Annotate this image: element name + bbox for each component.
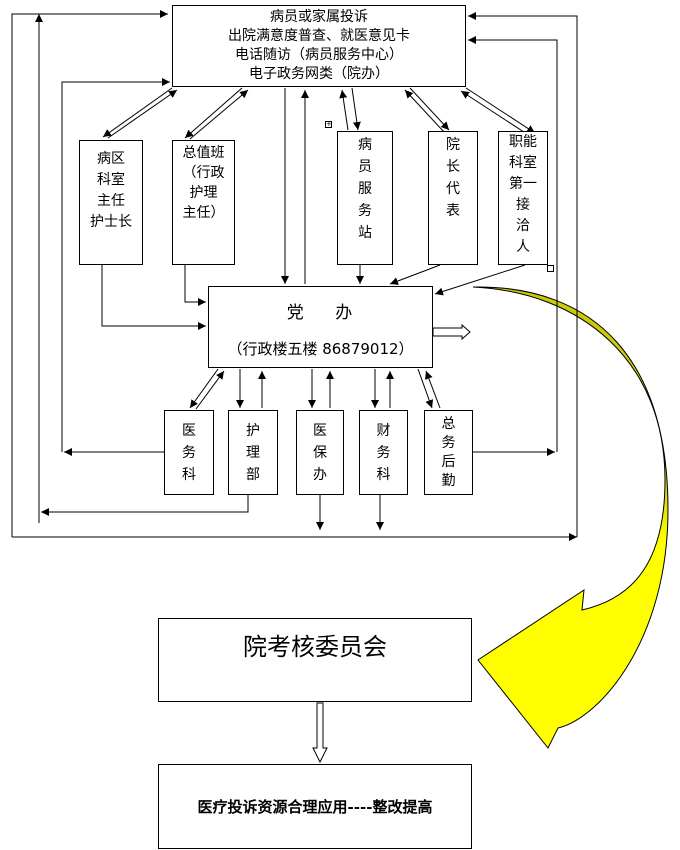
hollow-arrow <box>432 323 471 341</box>
functional-to-party <box>434 264 526 296</box>
insurance-line-3: 办 <box>313 466 327 483</box>
insurance-line-2: 保 <box>313 444 327 461</box>
duty-to-top <box>189 89 249 140</box>
top-line-3: 电话随访（病员服务中心） <box>235 47 403 63</box>
assessment-committee-box: 院考核委员会 <box>158 618 472 702</box>
party-office-subtitle: （行政楼五楼 86879012） <box>227 340 414 358</box>
top-to-ward <box>102 87 173 138</box>
feed-nursing <box>41 495 249 516</box>
ward-to-party <box>101 265 206 330</box>
dean-line-1: 院 <box>446 137 460 153</box>
outcome-text: 医疗投诉资源合理应用----整改提高 <box>197 798 433 816</box>
top-to-station <box>351 87 361 131</box>
medical-line-3: 科 <box>182 466 196 483</box>
logistics-line-3: 后 <box>441 453 456 470</box>
resize-handle-icon <box>547 265 554 272</box>
duty-line-3: 护理 <box>189 185 218 201</box>
nursing-line-1: 护 <box>246 422 260 439</box>
finance-line-1: 财 <box>376 422 391 439</box>
top-to-dean <box>409 87 450 131</box>
logistics-to-party <box>425 370 441 409</box>
ward-director-box: 病区 科室 主任 护士长 <box>79 140 143 265</box>
duty-line-1: 总值班 <box>182 145 225 161</box>
dean-to-top <box>404 89 445 133</box>
loop-line-4 <box>468 12 578 537</box>
hollow-down-arrow <box>312 702 328 764</box>
functional-dept-contact-box: 职能 科室 第一 接 洽 人 <box>498 131 548 265</box>
top-line-4: 电子政务网类（院办） <box>249 66 389 82</box>
nursing-line-3: 部 <box>246 466 260 483</box>
nursing-dept-box: 护 理 部 <box>228 410 278 495</box>
top-to-functional <box>465 87 536 134</box>
party-to-medical <box>189 368 219 409</box>
medical-line-1: 医 <box>182 422 196 439</box>
party-office-title: 党 办 <box>286 303 355 323</box>
complaint-sources-box: 病员或家属投诉 出院满意度普查、就医意见卡 电话随访（病员服务中心） 电子政务网… <box>172 5 466 87</box>
top-line-1: 病员或家属投诉 <box>270 9 368 25</box>
functional-line-2: 科室 <box>509 155 537 171</box>
logistics-box: 总 务 后 勤 <box>424 410 473 495</box>
loop-line-3 <box>61 78 170 452</box>
medical-to-party <box>195 370 225 410</box>
logistics-line-4: 勤 <box>441 472 456 489</box>
functional-line-3: 第一 <box>509 176 537 192</box>
curved-flow-arrow <box>472 286 669 749</box>
finance-line-3: 科 <box>376 466 391 483</box>
duty-supervisor-box: 总值班 （行政 护理 主任） <box>172 140 235 265</box>
dean-to-party <box>389 264 441 285</box>
move-handle-icon: + <box>325 120 332 128</box>
ward-line-1: 病区 <box>97 151 125 167</box>
functional-line-5: 洽 <box>516 218 530 234</box>
party-office-box: 党 办 （行政楼五楼 86879012） <box>208 286 433 368</box>
medical-affairs-box: 医 务 科 <box>164 410 214 495</box>
functional-to-top <box>460 90 531 137</box>
ward-line-3: 主任 <box>97 193 125 209</box>
party-to-logistics <box>417 368 434 409</box>
insurance-line-1: 医 <box>313 422 327 439</box>
top-to-duty <box>184 87 243 139</box>
loop-line-5 <box>468 36 558 452</box>
logistics-line-2: 务 <box>441 434 456 451</box>
dean-representative-box: 院 长 代 表 <box>428 131 478 265</box>
station-line-5: 站 <box>358 225 372 241</box>
nursing-line-2: 理 <box>246 444 260 461</box>
committee-title: 院考核委员会 <box>243 633 387 661</box>
functional-line-1: 职能 <box>509 134 537 150</box>
finance-line-2: 务 <box>376 444 391 461</box>
duty-to-party <box>184 265 206 306</box>
dean-line-4: 表 <box>446 203 460 219</box>
station-to-top <box>339 89 349 131</box>
duty-line-2: （行政 <box>182 165 225 181</box>
connector-lines <box>11 10 578 760</box>
duty-line-4: 主任） <box>182 205 225 221</box>
dean-line-3: 代 <box>446 181 460 197</box>
ward-to-top <box>107 89 178 139</box>
insurance-office-box: 医 保 办 <box>296 410 344 495</box>
station-line-1: 病 <box>358 137 372 153</box>
finance-dept-box: 财 务 科 <box>359 410 408 495</box>
functional-line-6: 人 <box>516 239 530 255</box>
top-line-2: 出院满意度普查、就医意见卡 <box>228 28 410 44</box>
dean-line-2: 长 <box>446 159 460 175</box>
medical-line-2: 务 <box>182 444 196 461</box>
station-line-2: 员 <box>358 159 372 175</box>
loop-line-1 <box>11 10 168 537</box>
ward-line-2: 科室 <box>97 172 125 188</box>
functional-line-4: 接 <box>516 197 530 213</box>
station-line-4: 务 <box>358 203 372 219</box>
outcome-box: 医疗投诉资源合理应用----整改提高 <box>158 764 472 849</box>
logistics-line-1: 总 <box>441 415 456 432</box>
station-line-3: 服 <box>358 181 372 197</box>
ward-line-4: 护士长 <box>90 214 132 230</box>
patient-service-station-box: 病 员 服 务 站 <box>337 131 393 265</box>
